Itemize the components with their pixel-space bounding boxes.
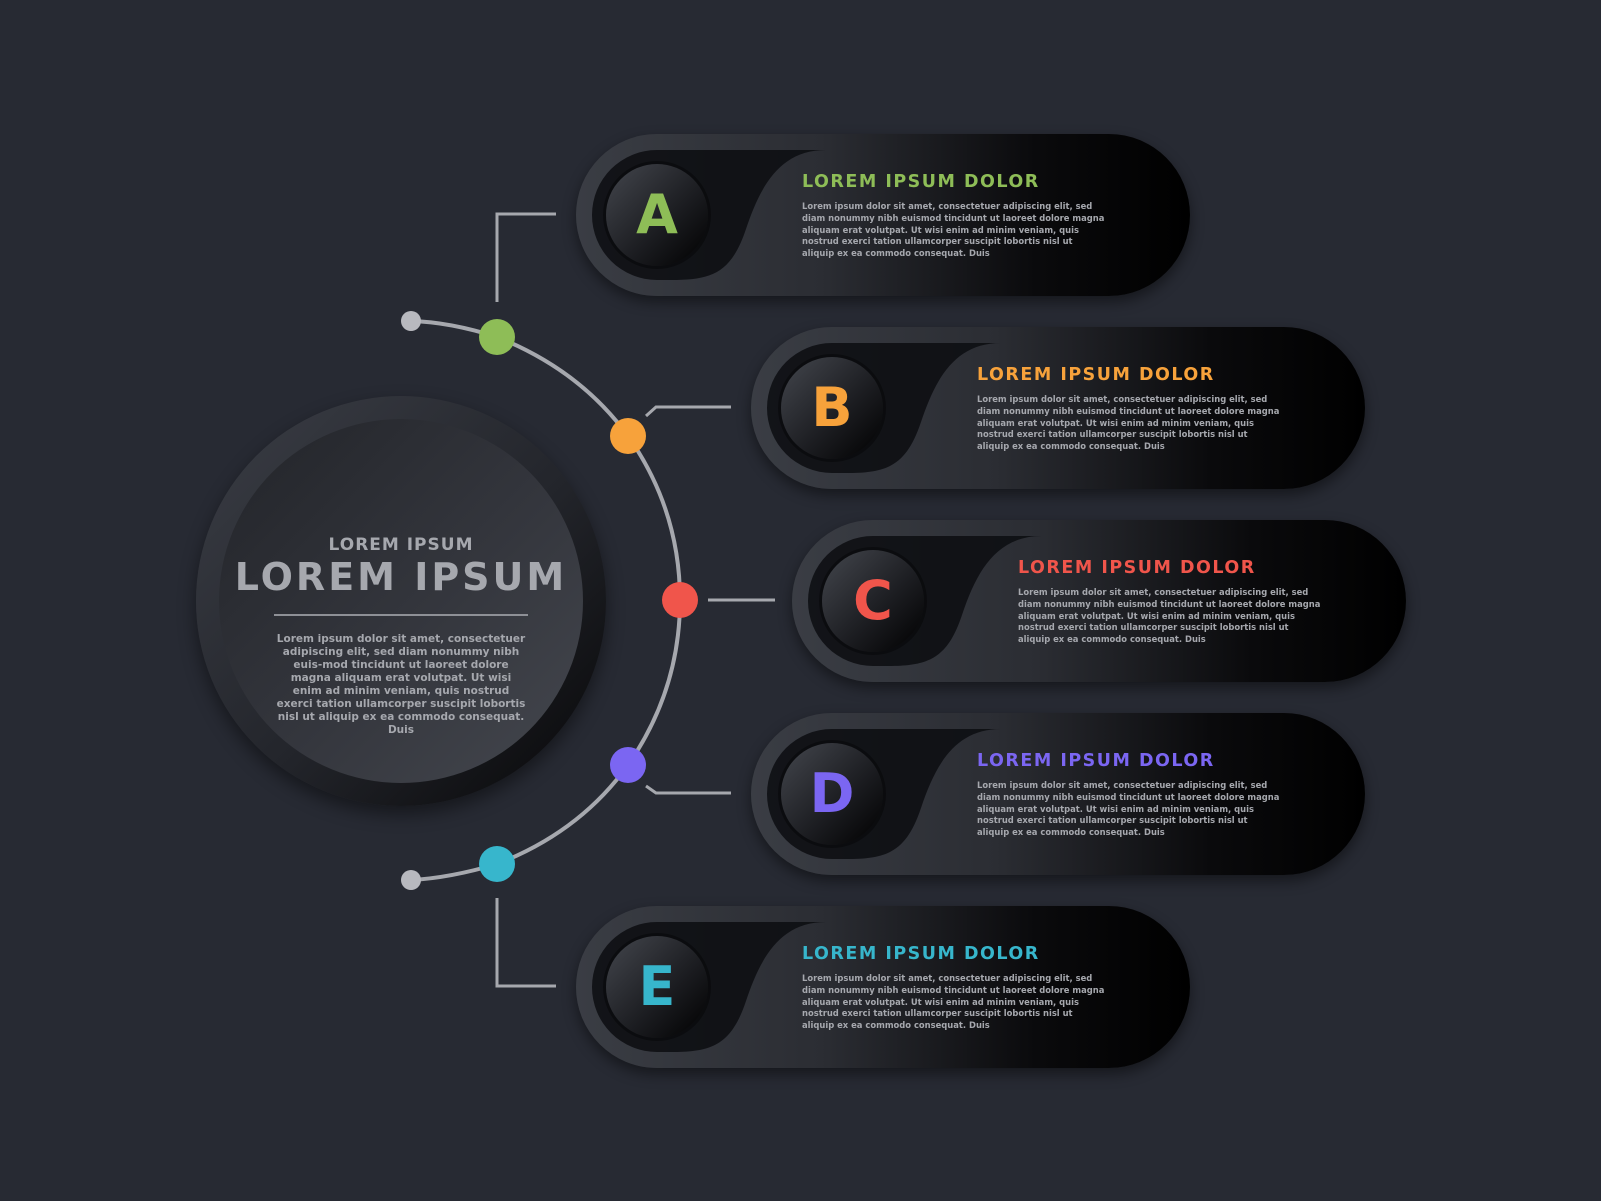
arc-end-top	[401, 311, 421, 331]
letter-badge-a: A	[606, 164, 708, 266]
arc-end-bottom	[401, 870, 421, 890]
node-a	[479, 319, 515, 355]
node-d	[610, 747, 646, 783]
item-title-e: LOREM IPSUM DOLOR	[802, 944, 1040, 964]
item-card-a: A LOREM IPSUM DOLOR Lorem ipsum dolor si…	[576, 134, 1190, 296]
connector-a	[495, 212, 556, 302]
item-text-c: Lorem ipsum dolor sit amet, consectetuer…	[1018, 587, 1321, 645]
item-text-d: Lorem ipsum dolor sit amet, consectetuer…	[977, 780, 1280, 838]
letter-badge-b: B	[781, 357, 883, 459]
item-text-b: Lorem ipsum dolor sit amet, consectetuer…	[977, 394, 1280, 452]
letter-c: C	[853, 569, 893, 632]
item-card-b: B LOREM IPSUM DOLOR Lorem ipsum dolor si…	[751, 327, 1365, 489]
item-title-b: LOREM IPSUM DOLOR	[977, 365, 1215, 385]
connector-d	[645, 784, 731, 795]
central-hub-face: LOREM IPSUM LOREM IPSUM Lorem ipsum dolo…	[219, 419, 583, 783]
node-e	[479, 846, 515, 882]
item-text-e: Lorem ipsum dolor sit amet, consectetuer…	[802, 973, 1105, 1031]
hub-description: Lorem ipsum dolor sit amet, consectetuer…	[276, 633, 526, 736]
item-title-d: LOREM IPSUM DOLOR	[977, 751, 1215, 771]
item-title-a: LOREM IPSUM DOLOR	[802, 172, 1040, 192]
letter-badge-c: C	[822, 550, 924, 652]
node-b	[610, 418, 646, 454]
item-card-c: C LOREM IPSUM DOLOR Lorem ipsum dolor si…	[792, 520, 1406, 682]
item-title-c: LOREM IPSUM DOLOR	[1018, 558, 1256, 578]
letter-a: A	[636, 183, 678, 246]
node-c	[662, 582, 698, 618]
item-text-a: Lorem ipsum dolor sit amet, consectetuer…	[802, 201, 1105, 259]
connector-b	[644, 405, 731, 418]
letter-b: B	[811, 376, 853, 439]
item-card-d: D LOREM IPSUM DOLOR Lorem ipsum dolor si…	[751, 713, 1365, 875]
connector-e	[495, 898, 556, 988]
letter-badge-e: E	[606, 936, 708, 1038]
letter-e: E	[638, 955, 676, 1018]
hub-title: LOREM IPSUM	[234, 555, 568, 599]
hub-subtitle: LOREM IPSUM	[328, 535, 474, 555]
central-hub: LOREM IPSUM LOREM IPSUM Lorem ipsum dolo…	[196, 396, 606, 806]
item-card-e: E LOREM IPSUM DOLOR Lorem ipsum dolor si…	[576, 906, 1190, 1068]
letter-d: D	[809, 762, 855, 825]
hub-divider	[274, 614, 528, 616]
letter-badge-d: D	[781, 743, 883, 845]
